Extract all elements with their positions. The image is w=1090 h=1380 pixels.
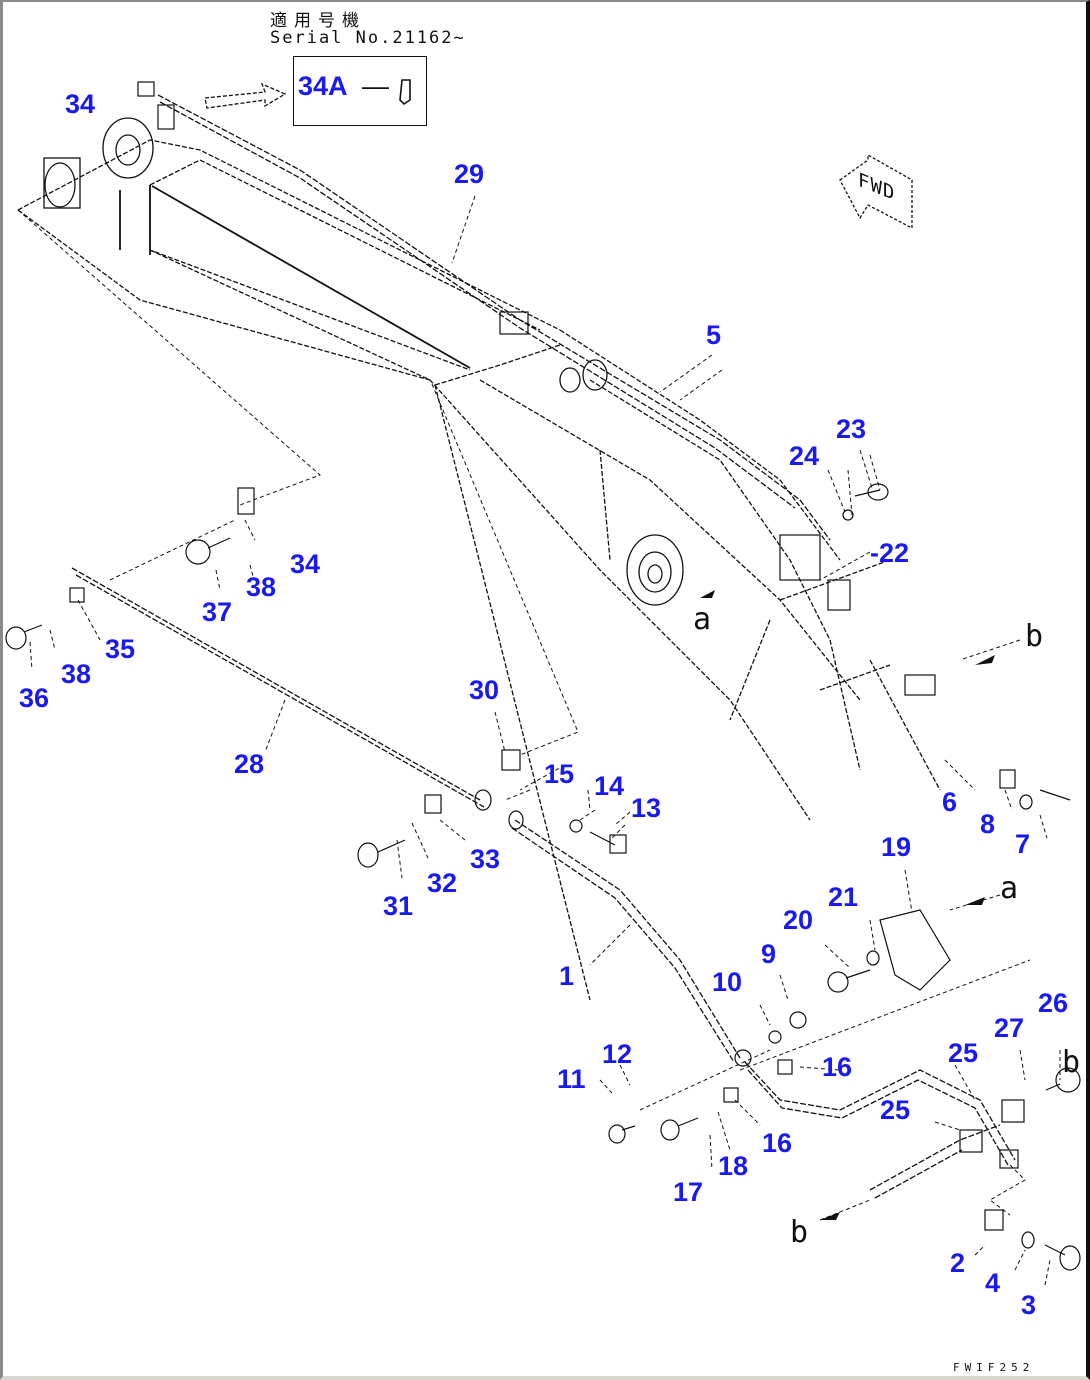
callout-34-top[interactable]: 34	[65, 89, 96, 119]
callout-5[interactable]: 5	[706, 320, 722, 350]
inset-34a-dash: —	[362, 71, 389, 101]
callout-21[interactable]: 21	[828, 882, 859, 912]
callout-4[interactable]: 4	[985, 1268, 1001, 1298]
drawing-code: FWIF252	[953, 1361, 1035, 1374]
callout-28[interactable]: 28	[234, 749, 265, 779]
fwd-arrow	[839, 153, 913, 230]
ref-arrows	[700, 590, 995, 1220]
callout-38-b[interactable]: 38	[61, 659, 92, 689]
callout-7[interactable]: 7	[1015, 829, 1031, 859]
leader-lines	[17, 195, 1031, 1221]
serial-number-range: Serial No.21162~	[270, 28, 466, 48]
callout-19[interactable]: 19	[881, 832, 912, 862]
callout-18[interactable]: 18	[718, 1151, 749, 1181]
callout-17[interactable]: 17	[673, 1177, 704, 1207]
ref-b-bottom: b	[790, 1215, 809, 1250]
callout-20[interactable]: 20	[783, 905, 814, 935]
inset-arrow	[204, 82, 287, 109]
callout-23[interactable]: 23	[836, 414, 867, 444]
callout-10[interactable]: 10	[712, 967, 743, 997]
callout-25-b[interactable]: 25	[880, 1095, 911, 1125]
callout-32[interactable]: 32	[427, 868, 458, 898]
inset-34a-label: 34A	[298, 71, 348, 101]
hose-1	[511, 819, 741, 1063]
hose-29	[157, 94, 831, 541]
hose-25	[744, 1061, 1016, 1199]
callout-38-a[interactable]: 38	[246, 572, 277, 602]
callout-34-mid[interactable]: 34	[290, 549, 321, 579]
small-parts	[5, 81, 1081, 1271]
callout-12[interactable]: 12	[602, 1039, 633, 1069]
applicable-serial-title: 適用号機	[270, 11, 366, 31]
clip-34a-icon	[399, 79, 411, 106]
callout-13[interactable]: 13	[631, 793, 662, 823]
boom-foot-bosses	[43, 117, 684, 606]
callout-37[interactable]: 37	[202, 597, 233, 627]
callout-25-a[interactable]: 25	[948, 1038, 979, 1068]
callout-6[interactable]: 6	[942, 787, 958, 817]
hose-28	[71, 567, 485, 808]
callout-3[interactable]: 3	[1021, 1290, 1037, 1320]
callout-15[interactable]: 15	[544, 759, 575, 789]
ref-b-top: b	[1025, 619, 1044, 654]
callout-30[interactable]: 30	[469, 675, 500, 705]
callout-9[interactable]: 9	[761, 939, 777, 969]
callout-8[interactable]: 8	[980, 809, 996, 839]
callout-33[interactable]: 33	[470, 844, 501, 874]
callout-1[interactable]: 1	[559, 961, 575, 991]
callout-16-b[interactable]: 16	[762, 1128, 793, 1158]
boom-side-panel	[119, 185, 471, 369]
callout-14[interactable]: 14	[594, 771, 625, 801]
callout-16-a[interactable]: 16	[822, 1052, 853, 1082]
callout-35[interactable]: 35	[105, 634, 136, 664]
callout-26[interactable]: 26	[1038, 988, 1069, 1018]
ref-a-right: a	[1000, 871, 1019, 906]
ref-b-right: b	[1062, 1045, 1081, 1080]
callout-leaders	[29, 369, 1061, 1286]
callout-27[interactable]: 27	[994, 1013, 1025, 1043]
callout-11[interactable]: 11	[557, 1064, 586, 1094]
callout-29[interactable]: 29	[454, 159, 485, 189]
ref-a-boom: a	[693, 602, 712, 637]
inset-34a: 34A —	[293, 56, 427, 126]
callout-2[interactable]: 2	[950, 1248, 966, 1278]
callout-36[interactable]: 36	[19, 683, 50, 713]
callout-31[interactable]: 31	[383, 891, 414, 921]
callout-22[interactable]: -22	[870, 538, 910, 568]
callout-24[interactable]: 24	[789, 441, 820, 471]
